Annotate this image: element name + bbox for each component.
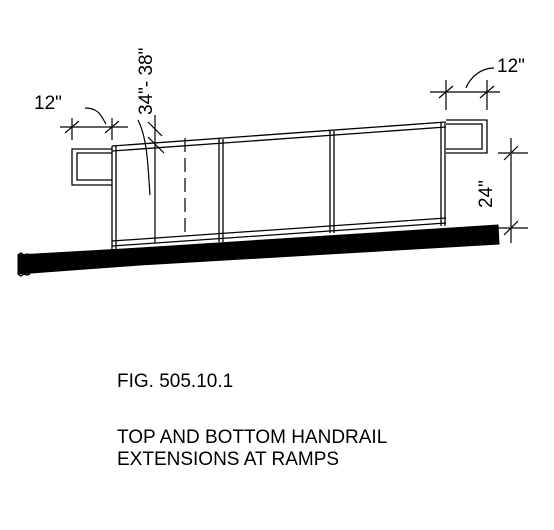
ramp-handrail-diagram: 34"- 38" 12" 12" 24" (17, 48, 528, 277)
handrail-top-rail (111, 121, 447, 152)
figure-title-line-2: EXTENSIONS AT RAMPS (117, 449, 340, 470)
top-handrail-extension (446, 119, 488, 154)
guard-height-label: 24" (476, 180, 497, 208)
bottom-extension-dimension (60, 107, 128, 140)
ramp-surface (17, 224, 500, 277)
figure-title-line-1: TOP AND BOTTOM HANDRAIL (117, 427, 388, 448)
handrail-height-label: 34"- 38" (136, 48, 157, 115)
handrail-height-dimension (137, 115, 165, 243)
bottom-handrail-extension (71, 148, 112, 186)
figure-title: TOP AND BOTTOM HANDRAIL EXTENSIONS AT RA… (117, 427, 387, 471)
bottom-extension-label: 12" (34, 93, 62, 114)
top-extension-label: 12" (497, 56, 525, 77)
top-extension-dimension (430, 67, 500, 110)
guard-height-dimension (498, 138, 528, 243)
figure-number: FIG. 505.10.1 (117, 371, 234, 392)
handrail-bottom-rail (111, 217, 447, 247)
handrail-posts (111, 123, 446, 252)
